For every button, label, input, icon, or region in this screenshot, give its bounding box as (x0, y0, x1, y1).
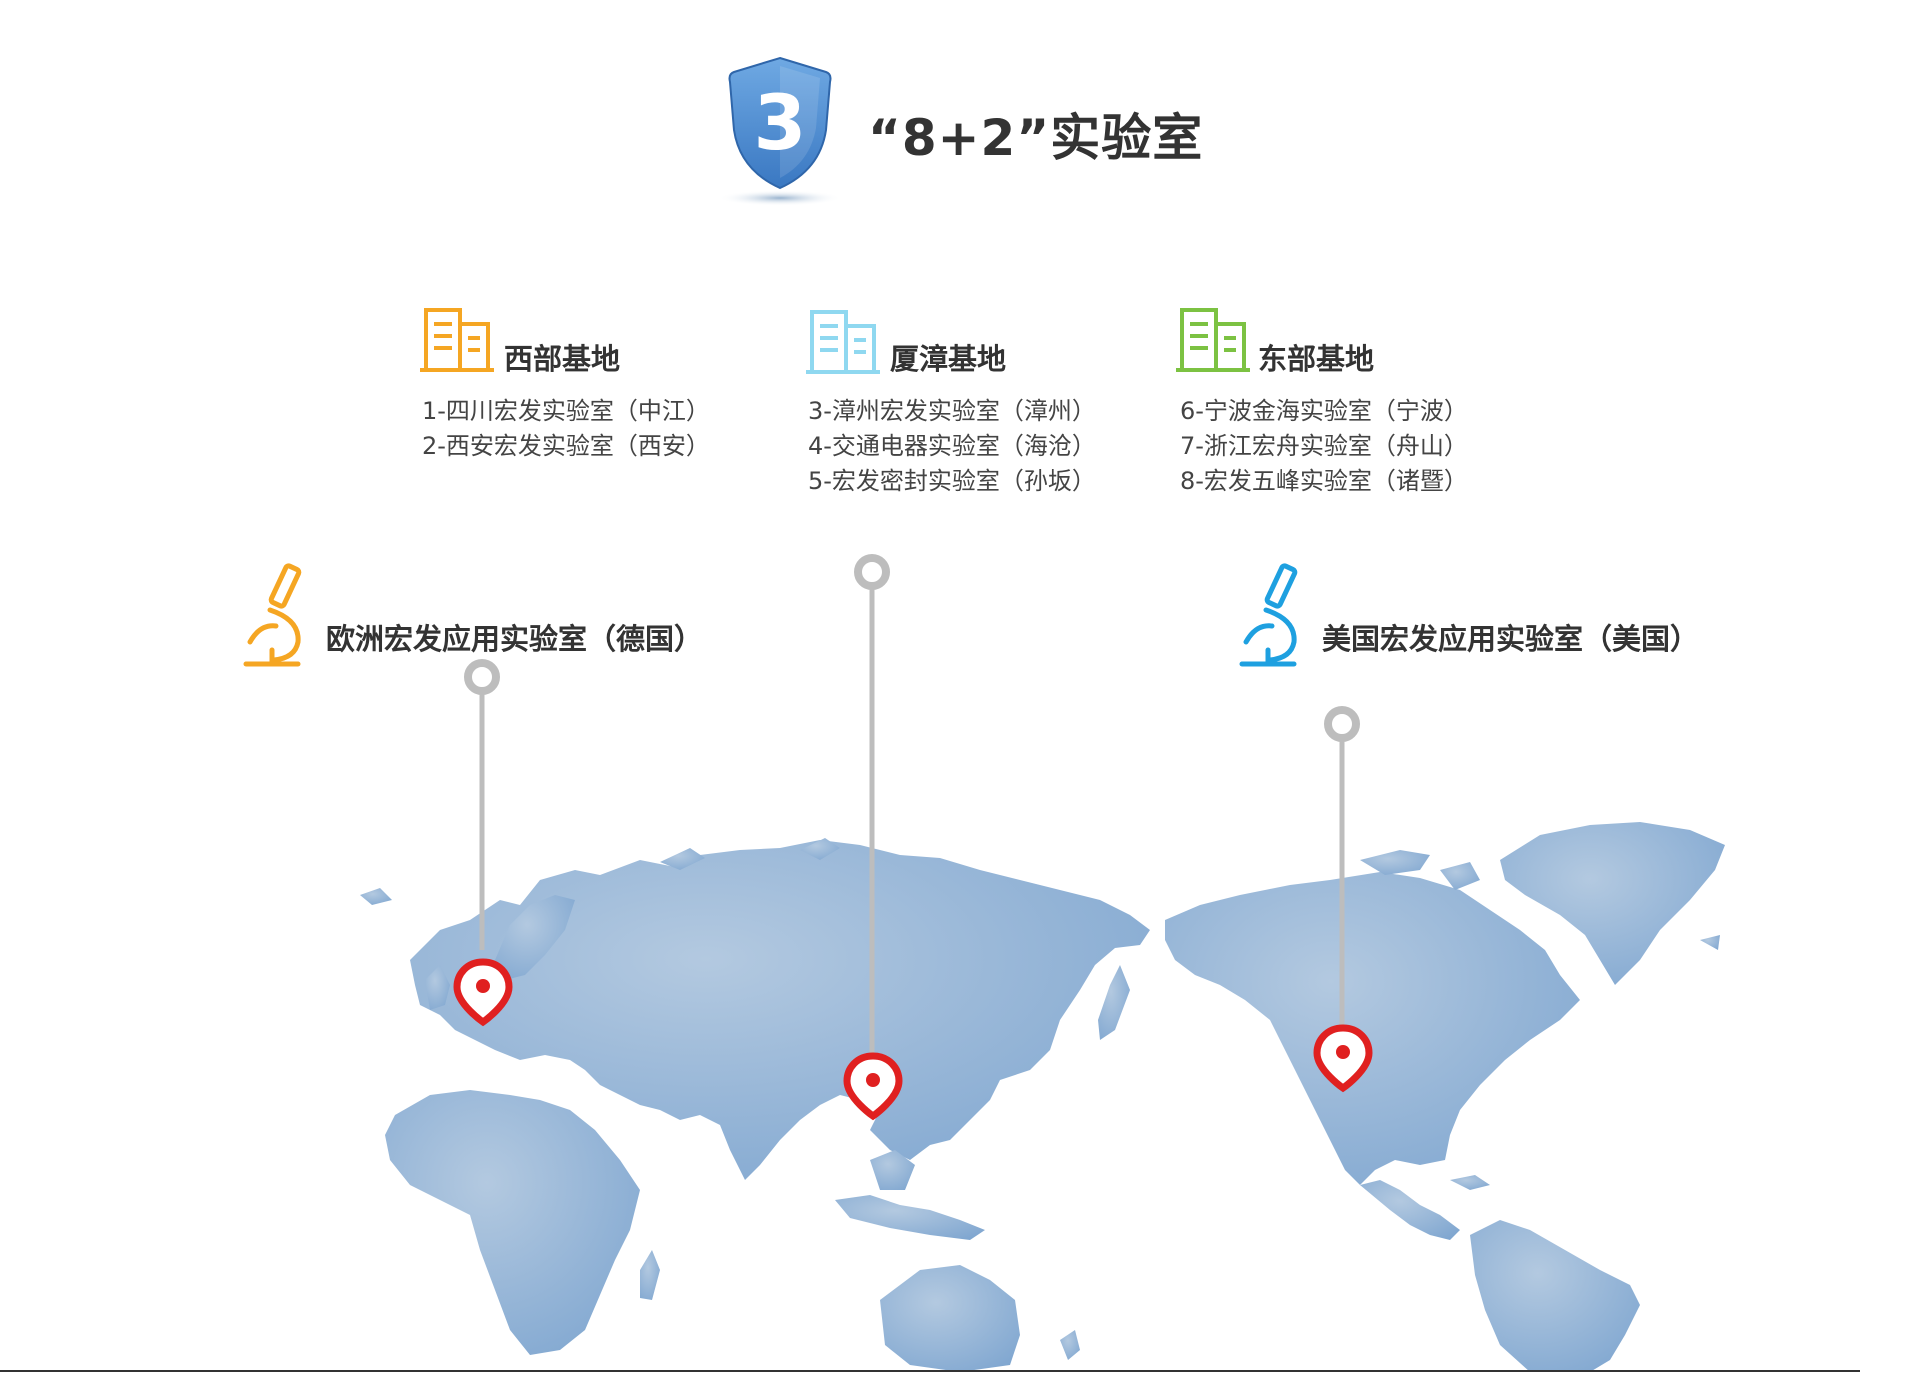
list-item: 8-宏发五峰实验室（诸暨） (1180, 467, 1468, 495)
page-title: “8+2”实验室 (868, 109, 1204, 167)
building-icon (1176, 308, 1250, 372)
map-pin-icon (453, 958, 513, 1027)
continent-south-america (1470, 1220, 1640, 1372)
continent-australia (880, 1265, 1020, 1372)
continent-eurasia (410, 840, 1150, 1180)
island-borneo (870, 1150, 915, 1190)
list-item: 4-交通电器实验室（海沧） (808, 432, 1096, 460)
list-item: 7-浙江宏舟实验室（舟山） (1180, 432, 1468, 460)
island-japan (1098, 965, 1130, 1040)
base-title-xiazhang: 厦漳基地 (890, 342, 1007, 376)
islands-indonesia (835, 1195, 985, 1240)
building-icon (806, 310, 880, 374)
microscope-icon (1239, 563, 1298, 667)
overseas-lab-europe: 欧洲宏发应用实验室（德国） (326, 622, 704, 656)
bottom-divider (0, 1370, 1860, 1372)
section-number: 3 (753, 78, 807, 167)
island-uk (425, 965, 450, 1010)
connector-end-usa (1324, 706, 1360, 742)
base-title-east: 东部基地 (1258, 342, 1375, 376)
base-lab-list-xiazhang: 3-漳州宏发实验室（漳州） 4-交通电器实验室（海沧） 5-宏发密封实验室（孙坂… (808, 394, 1096, 499)
base-title-west: 西部基地 (504, 342, 621, 376)
list-item: 1-四川宏发实验室（中江） (422, 397, 710, 425)
microscope-icon (243, 563, 302, 667)
building-icon (420, 308, 494, 372)
connector-end-china (854, 554, 890, 590)
list-item: 6-宁波金海实验室（宁波） (1180, 397, 1468, 425)
list-item: 2-西安宏发实验室（西安） (422, 432, 710, 460)
island-greenland (1500, 822, 1725, 985)
continent-central-america (1360, 1180, 1460, 1240)
list-item: 5-宏发密封实验室（孙坂） (808, 467, 1096, 495)
overseas-lab-usa: 美国宏发应用实验室（美国） (1322, 622, 1700, 656)
list-item: 3-漳州宏发实验室（漳州） (808, 397, 1096, 425)
base-lab-list-west: 1-四川宏发实验室（中江） 2-西安宏发实验室（西安） (422, 394, 710, 464)
connector-end-europe (464, 659, 500, 695)
continent-africa (385, 1090, 640, 1355)
map-pin-icon (1313, 1024, 1373, 1093)
base-lab-list-east: 6-宁波金海实验室（宁波） 7-浙江宏舟实验室（舟山） 8-宏发五峰实验室（诸暨… (1180, 394, 1468, 499)
islands-arctic (1360, 850, 1430, 875)
map-pin-icon (843, 1052, 903, 1121)
island-madagascar (640, 1250, 660, 1300)
